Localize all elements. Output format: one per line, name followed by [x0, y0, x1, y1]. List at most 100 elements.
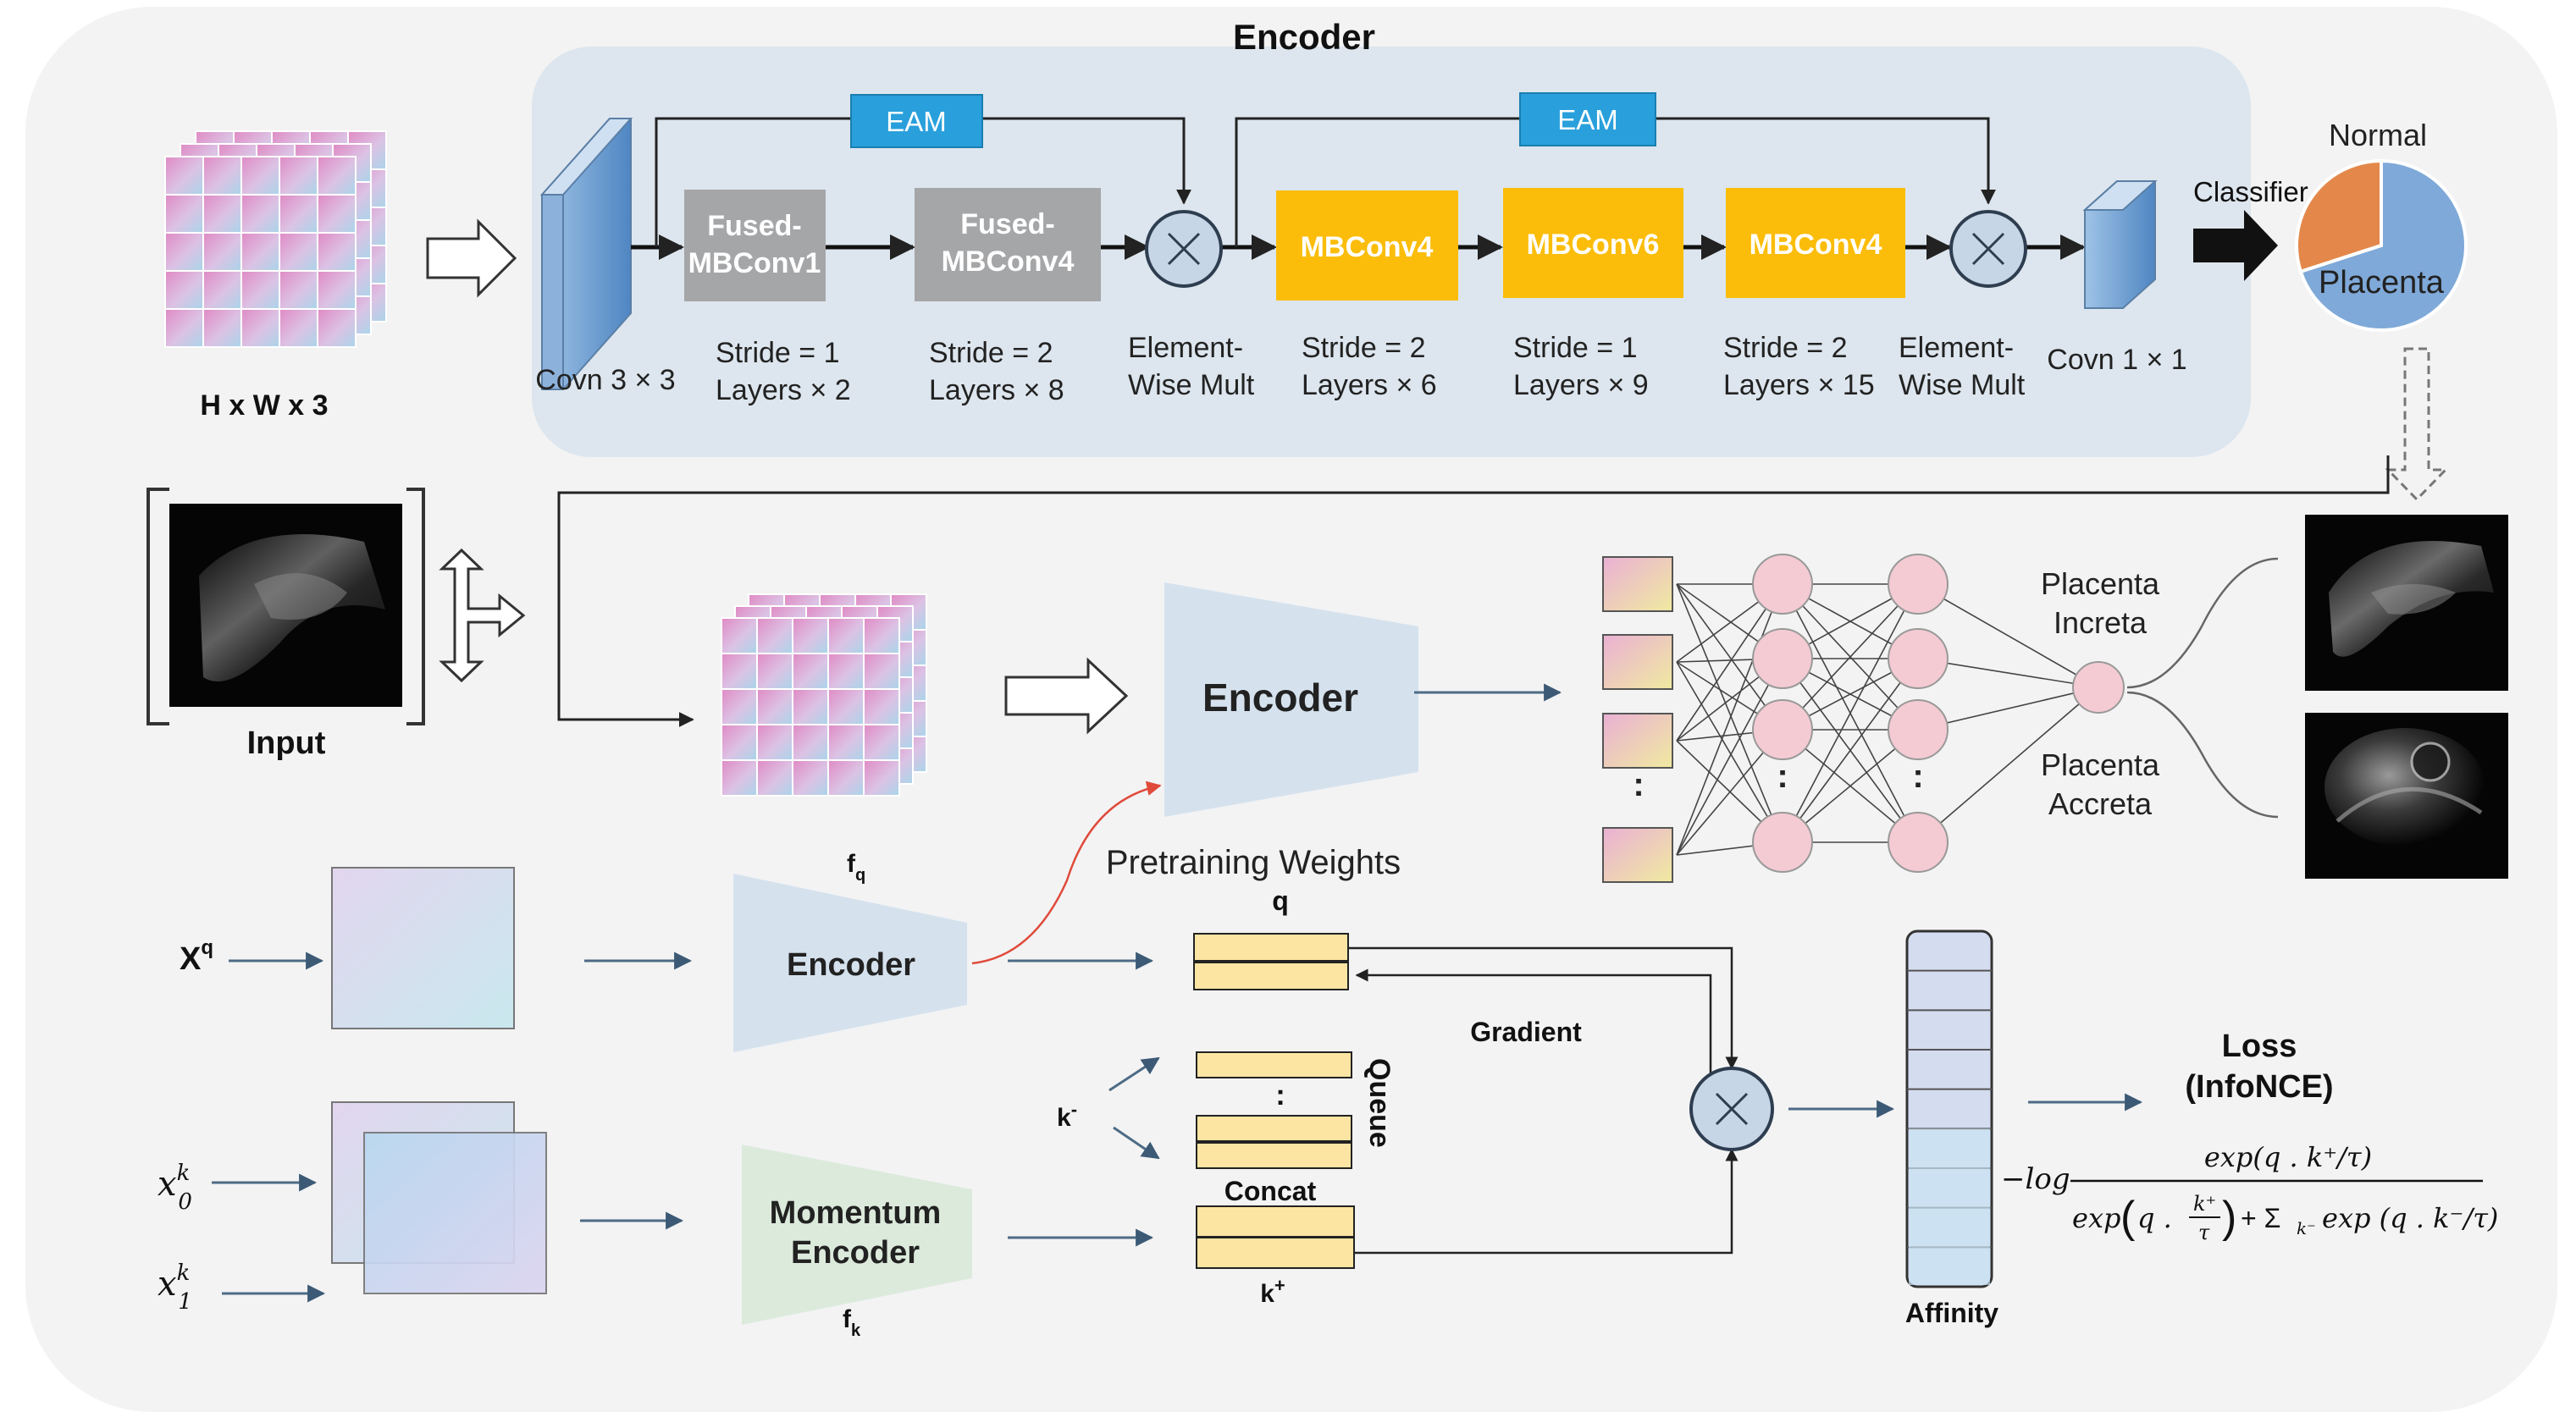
- pretraining-weights-label: Pretraining Weights: [1106, 844, 1401, 881]
- grid-cell: [756, 759, 793, 797]
- grid-cell: [164, 232, 204, 272]
- eam-box-1: [850, 94, 983, 148]
- fused-mbconv1-block: [684, 190, 826, 301]
- pie-slice-placenta: [2298, 158, 2468, 332]
- grid-cell: [164, 194, 204, 234]
- formula-frac-den: τ: [2198, 1221, 2210, 1244]
- k-minus-label: k-: [1057, 1099, 1077, 1132]
- queue-bar-2: [1196, 1115, 1352, 1142]
- fused-mbconv4-block: [915, 188, 1101, 301]
- grid-cell: [202, 156, 242, 196]
- caption-stride-3: Stride = 2: [1302, 332, 1425, 364]
- multiply-icon-1: [1145, 210, 1223, 288]
- grid-cell: [317, 156, 357, 196]
- mlp-input-square: [1602, 827, 1673, 883]
- k-plus-bar-2: [1196, 1237, 1355, 1269]
- eam-label-2: EAM: [1557, 104, 1618, 135]
- grid-cell: [240, 156, 280, 196]
- grid-cell: [240, 308, 280, 348]
- mlp-edge: [1676, 658, 1783, 856]
- momentum-encoder-line2: Encoder: [791, 1235, 920, 1271]
- caption-stride-4: Stride = 1: [1513, 332, 1637, 364]
- caption-layers-1: Layers × 2: [716, 374, 851, 406]
- grid-cell: [202, 194, 242, 234]
- formula-neglog: −log: [2001, 1162, 2070, 1196]
- classifier-arrow-icon: [2193, 210, 2278, 281]
- formula-frac-num: k⁺: [2193, 1192, 2216, 1216]
- conv1x1-slab: [2082, 180, 2158, 309]
- k-plus-to-multiply-line: [1355, 1148, 1739, 1255]
- block-4-label: MBConv6: [1527, 229, 1660, 261]
- grid-cell: [863, 759, 900, 797]
- input-ultrasound-image: [169, 504, 402, 707]
- mlp-edge: [1917, 583, 2099, 688]
- affinity-label: Affinity: [1905, 1298, 1998, 1328]
- grid-cell: [202, 308, 242, 348]
- input-grid-label: H x W x 3: [200, 389, 328, 422]
- grid-cell: [756, 688, 793, 725]
- fk-label: fk: [843, 1305, 861, 1340]
- eam-box-2: [1519, 92, 1656, 146]
- key-image-square-front: [363, 1132, 547, 1294]
- infonce-label: (InfoNCE): [2185, 1069, 2333, 1105]
- queue-bar-1: [1196, 1051, 1352, 1078]
- grid-cell: [863, 688, 900, 725]
- hollow-arrow-icon: [426, 218, 517, 298]
- grid-cell: [863, 653, 900, 690]
- grid-cell: [721, 653, 758, 690]
- gradient-label: Gradient: [1470, 1017, 1582, 1047]
- query-image-square: [331, 867, 515, 1029]
- mbconv4-block-b: [1726, 188, 1905, 298]
- queue-label: Queue: [1363, 1058, 1396, 1148]
- k-plus-label: k+: [1260, 1275, 1285, 1308]
- grid-cell: [756, 653, 793, 690]
- mlp-node: [1888, 699, 1949, 760]
- caption-elementwise-1a: Element-: [1128, 332, 1243, 364]
- grid-cell: [164, 156, 204, 196]
- svg-text:(: (: [2120, 1193, 2136, 1242]
- grid-cell: [202, 232, 242, 272]
- gradient-return-line: [1355, 968, 1712, 1092]
- caption-layers-4: Layers × 9: [1513, 369, 1649, 401]
- block-2-line2: MBConv4: [942, 245, 1075, 278]
- grid-cell: [863, 617, 900, 654]
- caption-stride-5: Stride = 2: [1723, 332, 1847, 364]
- hollow-arrow-icon-2: [1004, 657, 1129, 735]
- mlp-node: [1752, 554, 1813, 615]
- middle-encoder-shape: [1164, 582, 1418, 817]
- mlp-edge: [1676, 583, 1783, 742]
- mlp-edge: [1782, 583, 1919, 843]
- input-tensor-grid: [164, 130, 387, 348]
- mlp-edge: [1917, 687, 2099, 843]
- query-encoder-label: Encoder: [787, 947, 915, 983]
- encoder-panel-title: Encoder: [1233, 17, 1375, 57]
- dashed-down-arrow-icon: [2385, 347, 2449, 502]
- grid-cell: [240, 232, 280, 272]
- grid-cell: [317, 194, 357, 234]
- mlp-edge: [1782, 583, 1919, 731]
- mlp-edge: [1676, 661, 1783, 843]
- q-to-multiply-line: [1348, 946, 1739, 1070]
- formula-den-sum: + Σ: [2241, 1203, 2280, 1233]
- grid-cell: [164, 270, 204, 310]
- multiply-icon-3: [1689, 1067, 1774, 1151]
- grid-cell: [240, 194, 280, 234]
- grid-cell: [863, 724, 900, 761]
- formula-den-exp2: exp (q . k⁻/τ): [2322, 1202, 2498, 1234]
- output-accreta-line1: Placenta: [2041, 747, 2160, 782]
- block-5-label: MBConv4: [1750, 229, 1882, 261]
- pie-label-normal: Normal: [2329, 118, 2427, 152]
- grid-cell: [279, 156, 318, 196]
- encoder-captions: Covn 3 × 3 Stride = 1 Layers × 2 Stride …: [535, 332, 2186, 406]
- query-encoder-shape: [733, 874, 967, 1052]
- output-curve-lower: [2126, 691, 2279, 819]
- grid-cell: [279, 308, 318, 348]
- caption-conv1: Covn 1 × 1: [2047, 344, 2186, 376]
- output-ultrasound-accreta: [2305, 713, 2508, 879]
- grid-cell: [792, 759, 829, 797]
- grid-cell: [792, 688, 829, 725]
